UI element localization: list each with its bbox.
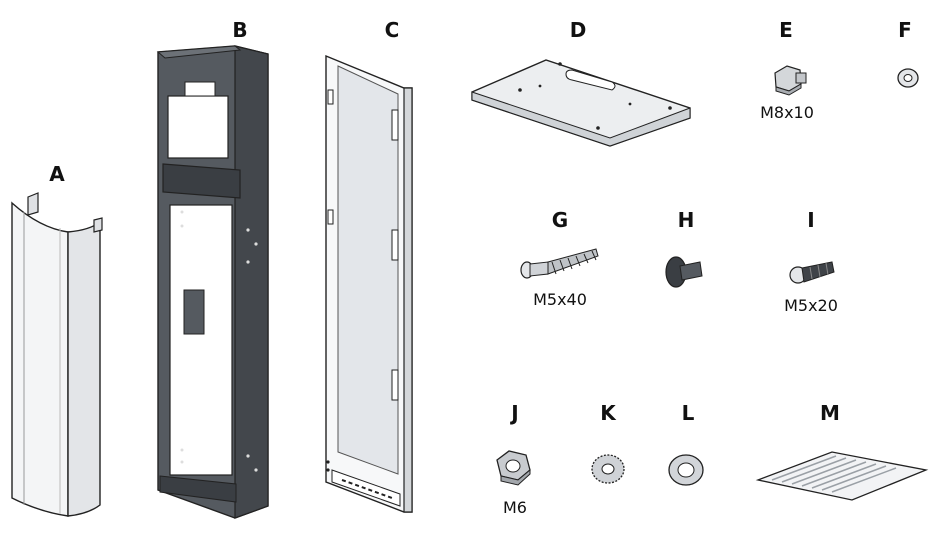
- label-letter-i: I: [807, 208, 814, 232]
- label-letter-g: G: [552, 208, 568, 232]
- part-f-washer: [897, 68, 919, 88]
- label-letter-h: H: [678, 208, 695, 232]
- label-letter-j: J: [509, 401, 518, 425]
- label-size-g: M5x40: [533, 290, 587, 309]
- label-size-i: M5x20: [784, 296, 838, 315]
- label-letter-e: E: [779, 18, 793, 42]
- part-d-base-plate: [471, 59, 691, 147]
- label-size-j: M6: [503, 498, 527, 517]
- label-letter-l: L: [682, 401, 695, 425]
- part-a-cover-panel: [11, 192, 103, 517]
- part-c-rail-frame: [325, 54, 413, 513]
- label-letter-k: K: [600, 401, 617, 425]
- part-h-plug: [665, 256, 703, 288]
- part-m-document: [755, 451, 929, 501]
- label-letter-d: D: [570, 18, 587, 42]
- part-k-lock-washer: [591, 454, 625, 484]
- part-j-hex-nut: [496, 450, 531, 486]
- label-letter-b: B: [232, 18, 247, 42]
- part-i-pan-screw: [789, 261, 835, 284]
- label-letter-c: C: [385, 18, 400, 42]
- part-g-countersunk-screw: [520, 248, 599, 279]
- label-letter-a: A: [49, 162, 65, 186]
- label-size-e: M8x10: [760, 103, 814, 122]
- part-l-flat-washer: [668, 454, 704, 486]
- label-letter-m: M: [820, 401, 840, 425]
- label-letter-f: F: [898, 18, 912, 42]
- part-b-frame: [156, 45, 269, 519]
- part-e-hex-bolt: [774, 65, 807, 96]
